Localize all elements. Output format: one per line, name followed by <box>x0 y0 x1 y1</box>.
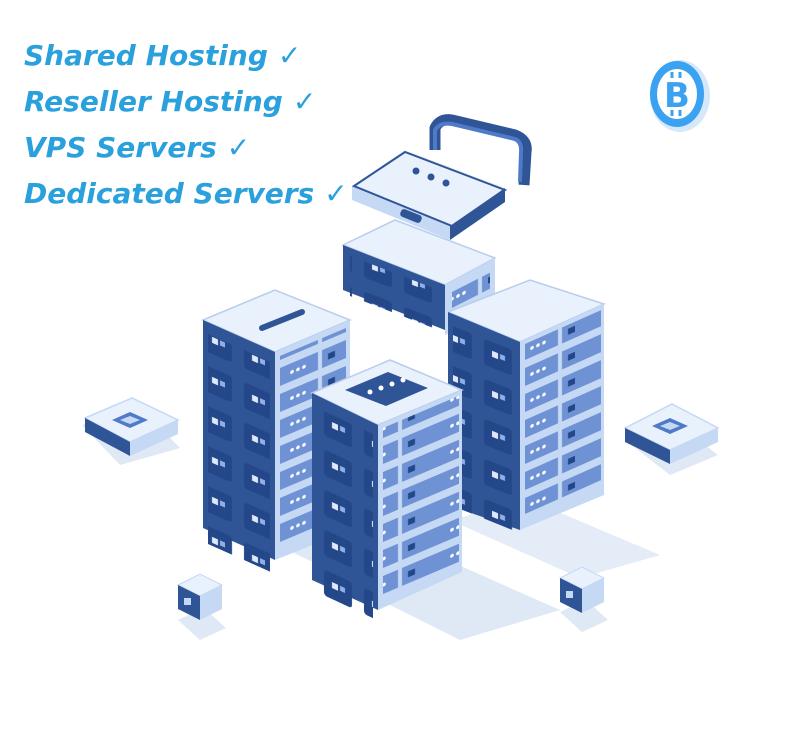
lock-icon <box>351 114 532 240</box>
service-item-vps-servers: VPS Servers ✓ <box>24 125 348 171</box>
service-item-shared-hosting: Shared Hosting ✓ <box>24 33 348 79</box>
server-rack-icon <box>445 279 607 532</box>
cube-icon <box>176 573 226 640</box>
service-item-reseller-hosting: Reseller Hosting ✓ <box>24 79 348 125</box>
service-item-dedicated-servers: Dedicated Servers ✓ <box>24 171 348 217</box>
service-list: Shared Hosting ✓ Reseller Hosting ✓ VPS Se… <box>24 33 348 217</box>
chip-icon <box>623 403 720 475</box>
cube-icon <box>558 566 608 632</box>
chip-icon <box>82 397 180 465</box>
bitcoin-symbol: B <box>664 76 690 116</box>
checkmark-icon: ✓ <box>277 39 302 72</box>
server-rack-icon <box>310 359 464 625</box>
bitcoin-coin-icon: B <box>650 60 710 132</box>
service-label: Reseller Hosting <box>24 85 283 118</box>
checkmark-icon: ✓ <box>292 85 317 118</box>
service-label: Shared Hosting <box>24 39 268 72</box>
service-label: Dedicated Servers <box>24 177 315 210</box>
service-label: VPS Servers <box>24 131 217 164</box>
checkmark-icon: ✓ <box>226 131 251 164</box>
checkmark-icon: ✓ <box>324 177 348 210</box>
